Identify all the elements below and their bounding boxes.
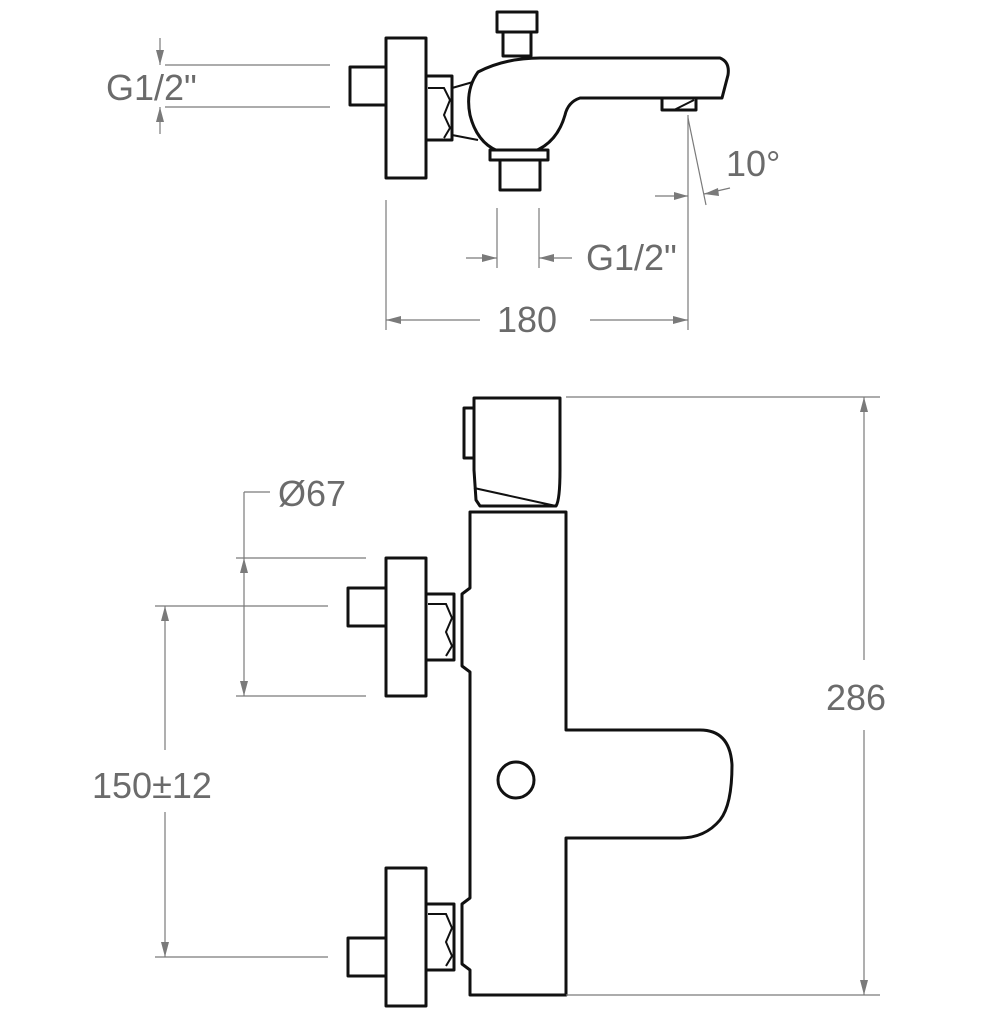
spout-angle-label: 10°: [726, 143, 780, 184]
front-view: Ø67 150±12 286: [92, 396, 886, 1008]
dim-flange-diameter: Ø67: [236, 473, 366, 697]
aerator: [660, 96, 698, 112]
width-label: 180: [497, 299, 557, 340]
knob-indicator: [462, 406, 476, 460]
upper-flange: [384, 556, 428, 698]
diverter-stem: [501, 30, 533, 58]
diverter-button: [496, 760, 536, 800]
outlet-nipple: [498, 158, 542, 192]
top-view: G1/2" 10°: [106, 10, 780, 340]
dim-inlet-thread: G1/2": [106, 38, 330, 134]
wall-flange: [384, 36, 428, 180]
lower-flange: [384, 866, 428, 1008]
dim-inlet-spacing: 150±12: [92, 605, 328, 958]
flange-diameter-label: Ø67: [278, 473, 346, 514]
inlet-spacing-label: 150±12: [92, 765, 212, 806]
upper-nipple: [346, 586, 388, 628]
dim-spout-angle: 10°: [655, 115, 780, 330]
lower-nipple: [346, 936, 388, 978]
dim-outlet-thread: G1/2": [466, 208, 677, 278]
thermostat-knob: [472, 396, 562, 508]
height-label: 286: [826, 677, 886, 718]
dim-width: 180: [385, 200, 688, 340]
spout-body: [467, 56, 730, 157]
inlet-thread-label: G1/2": [106, 67, 197, 108]
mixer-body: [460, 510, 734, 997]
dim-height: 286: [566, 396, 886, 996]
inlet-nipple: [348, 65, 388, 107]
diverter-cap: [495, 10, 539, 34]
outlet-thread-label: G1/2": [586, 237, 677, 278]
